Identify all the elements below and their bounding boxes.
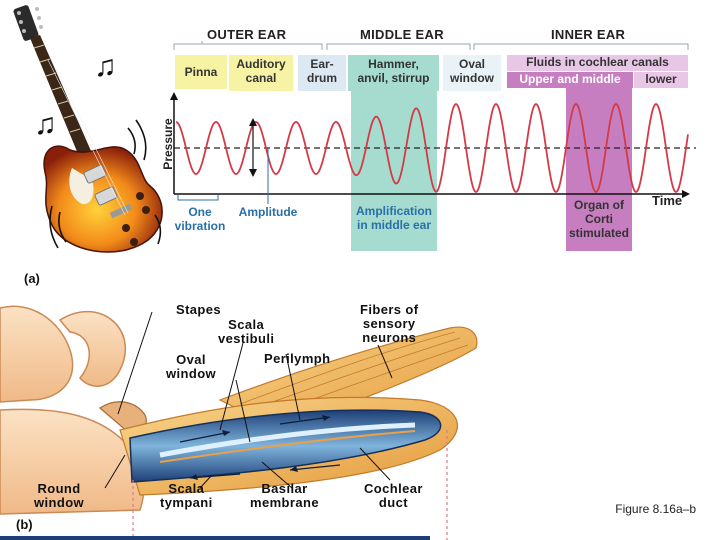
perilymph-label: Perilymph <box>264 351 331 366</box>
scala-tympani-line-2: tympani <box>160 495 213 510</box>
oval-window-label-2: window <box>450 71 494 85</box>
round-window-line-1: Round <box>37 481 81 496</box>
round-window-label: Round window <box>34 482 84 510</box>
middle-ear-label: MIDDLE EAR <box>360 27 444 42</box>
pressure-wave-chart <box>170 41 696 251</box>
stapes-label: Stapes <box>176 302 222 317</box>
figure-caption: Figure 8.16a–b <box>615 502 696 516</box>
hammer-anvil-stirrup-box: Hammer, anvil, stirrup <box>348 55 439 91</box>
pinna-label: Pinna <box>184 65 218 79</box>
outer-ear-label: OUTER EAR <box>207 27 287 42</box>
one-vibration-label: One vibration <box>170 205 230 233</box>
hammer-label-2: anvil, stirrup <box>357 71 430 85</box>
scala-tympani-label: Scala tympani <box>160 482 213 510</box>
eardrum-label-2: drum <box>307 71 337 85</box>
organ-corti-line-2: Corti <box>585 212 613 226</box>
upper-middle-label: Upper and middle <box>519 72 621 86</box>
round-window-line-2: window <box>34 495 85 510</box>
fibers-line-2: sensory <box>362 316 416 331</box>
one-vibration-line-1: One <box>188 205 212 219</box>
hammer-label-1: Hammer, <box>368 57 419 71</box>
oval-window-box: Oval window <box>443 55 501 91</box>
pinna-box: Pinna <box>175 55 227 89</box>
amplitude-label: Amplitude <box>238 205 298 219</box>
fibers-line-3: neurons <box>362 330 417 345</box>
inner-ear-label: INNER EAR <box>551 27 626 42</box>
scala-vestibuli-line-2: vestibuli <box>218 331 275 346</box>
fluids-label: Fluids in cochlear canals <box>526 55 669 69</box>
amplification-line-2: in middle ear <box>356 218 432 232</box>
eardrum-box: Ear- drum <box>298 55 346 91</box>
cochlear-duct-label: Cochlear duct <box>364 482 423 510</box>
organ-corti-label: Organ of Corti stimulated <box>566 198 632 240</box>
basilar-membrane-label: Basilar membrane <box>250 482 319 510</box>
organ-corti-line-1: Organ of <box>574 198 624 212</box>
oval-window-b-line-1: Oval <box>176 352 206 367</box>
guitar-icon <box>13 5 163 253</box>
amplification-line-1: Amplification <box>355 204 432 218</box>
panel-b-letter: (b) <box>16 517 33 532</box>
eardrum-label-1: Ear- <box>310 57 334 71</box>
scala-tympani-line-1: Scala <box>168 481 205 496</box>
middle-ear-amplification-column <box>351 88 437 251</box>
cochlea-illustration <box>0 305 478 540</box>
cochlear-duct-line-1: Cochlear <box>364 481 423 496</box>
y-axis-label: Pressure <box>161 118 175 170</box>
music-note-icon: ♫ <box>34 108 57 141</box>
panel-a-letter: (a) <box>24 271 40 286</box>
organ-corti-line-3: stimulated <box>568 226 629 240</box>
auditory-canal-box: Auditory canal <box>229 55 293 91</box>
scala-vestibuli-line-1: Scala <box>228 317 265 332</box>
upper-middle-box: Upper and middle <box>507 72 633 88</box>
oval-window-b-line-2: window <box>166 366 217 381</box>
basilar-line-1: Basilar <box>261 481 308 496</box>
pressure-wave <box>175 102 689 194</box>
bottom-bar <box>0 536 430 540</box>
auditory-canal-label-1: Auditory <box>236 57 286 71</box>
lower-label: lower <box>645 72 677 86</box>
scala-vestibuli-label: Scala vestibuli <box>218 318 274 346</box>
auditory-canal-label-2: canal <box>245 71 277 85</box>
fibers-label: Fibers of sensory neurons <box>360 303 419 345</box>
basilar-line-2: membrane <box>250 495 319 510</box>
lower-box: lower <box>634 72 688 88</box>
amplification-label: Amplification in middle ear <box>346 204 442 232</box>
fibers-line-1: Fibers of <box>360 302 419 317</box>
one-vibration-line-2: vibration <box>174 219 226 233</box>
music-note-icon: ♫ <box>94 50 117 83</box>
oval-window-label-1: Oval <box>458 57 485 71</box>
cochlear-duct-line-2: duct <box>378 495 408 510</box>
oval-window-b-label: Oval window <box>166 353 216 381</box>
fluids-box: Fluids in cochlear canals <box>507 55 688 71</box>
x-axis-label: Time <box>652 193 683 208</box>
